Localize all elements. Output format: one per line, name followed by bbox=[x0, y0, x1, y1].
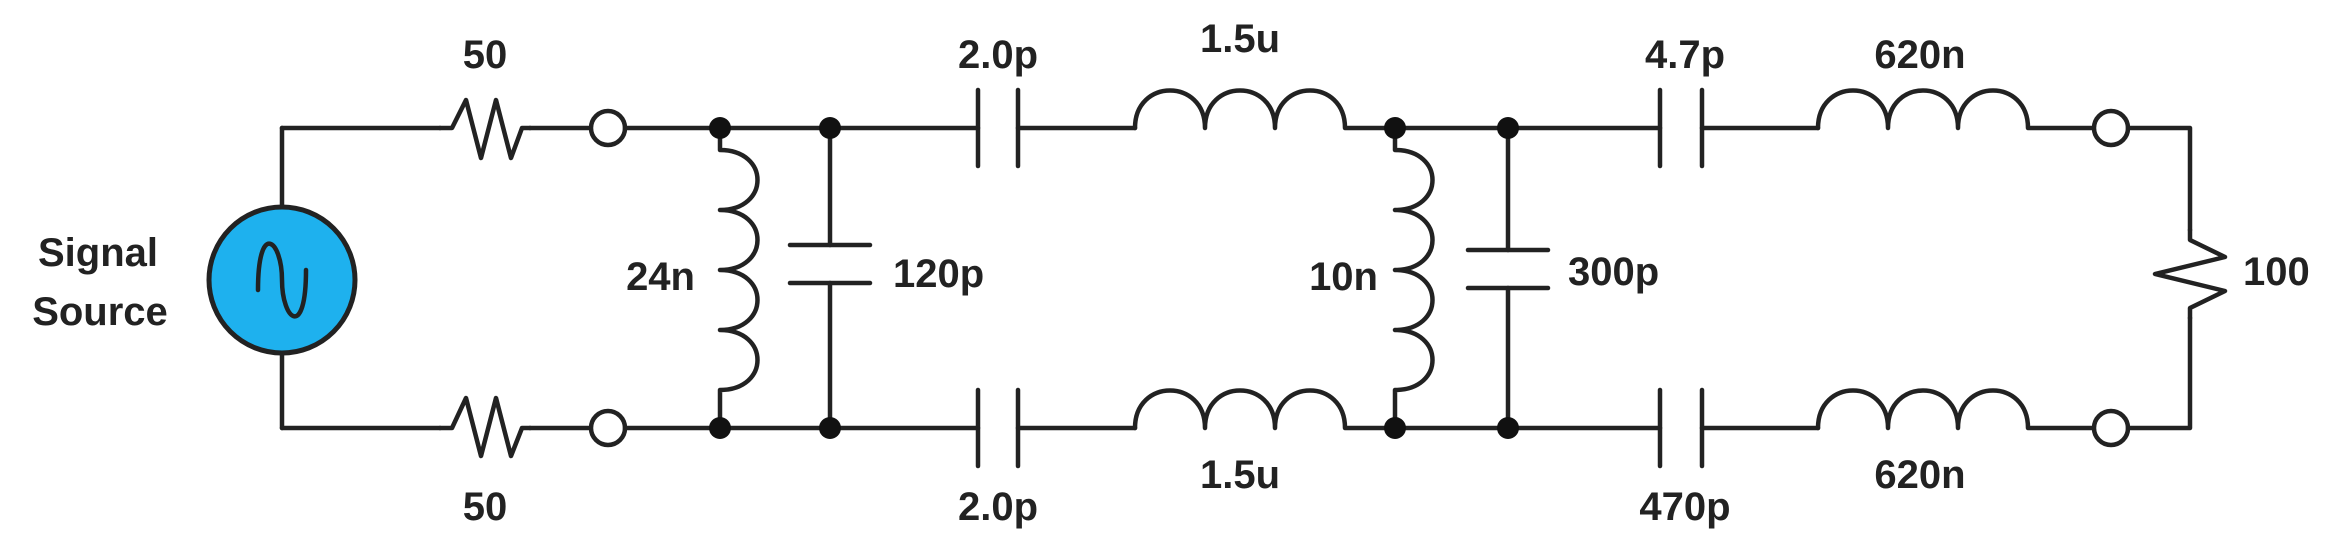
terminal-input-bottom bbox=[588, 408, 628, 448]
label-l-shunt-2: 10n bbox=[1309, 255, 1378, 299]
junction-dot bbox=[819, 117, 841, 139]
signal-source bbox=[206, 125, 358, 431]
junction-dot bbox=[1384, 417, 1406, 439]
inductor-shunt-2 bbox=[1392, 125, 1435, 431]
inductor-shunt-1 bbox=[717, 125, 760, 431]
label-l-bottom-series-2: 620n bbox=[1874, 453, 1965, 497]
label-c-top-series-1: 2.0p bbox=[958, 33, 1038, 77]
sine-wave-icon bbox=[255, 241, 309, 319]
label-l-shunt-1: 24n bbox=[626, 255, 695, 299]
wire-load-bottom bbox=[2125, 315, 2193, 431]
junction-dot bbox=[709, 117, 731, 139]
inductor-bottom-series-2 bbox=[1815, 388, 2097, 431]
resistor-load bbox=[2152, 227, 2228, 321]
label-c-bottom-series-2: 470p bbox=[1639, 485, 1730, 529]
terminal-input-top bbox=[588, 108, 628, 148]
junction-dot bbox=[1497, 117, 1519, 139]
junction-dot bbox=[709, 417, 731, 439]
junctions bbox=[709, 117, 1519, 439]
inductor-top-series-1 bbox=[1132, 88, 1398, 131]
inductor-top-series-2 bbox=[1815, 88, 2097, 131]
signal-source-label-line1: Signal bbox=[38, 231, 158, 275]
terminal-output-bottom bbox=[2091, 408, 2131, 448]
label-r-load: 100 bbox=[2243, 250, 2310, 294]
label-c-shunt-2: 300p bbox=[1568, 250, 1659, 294]
label-r-top-source: 50 bbox=[463, 33, 508, 77]
junction-dot bbox=[1497, 417, 1519, 439]
label-c-top-series-2: 4.7p bbox=[1645, 33, 1725, 77]
label-c-shunt-1: 120p bbox=[893, 252, 984, 296]
junction-dot bbox=[1384, 117, 1406, 139]
label-l-top-series-1: 1.5u bbox=[1200, 17, 1280, 61]
resistor-bottom-source bbox=[437, 395, 533, 459]
junction-dot bbox=[819, 417, 841, 439]
wire-load-top bbox=[2125, 125, 2193, 233]
terminal-output-top bbox=[2091, 108, 2131, 148]
inductor-bottom-series-1 bbox=[1132, 388, 1398, 431]
label-l-top-series-2: 620n bbox=[1874, 33, 1965, 77]
label-r-bottom-source: 50 bbox=[463, 485, 508, 529]
signal-source-label-line2: Source bbox=[32, 290, 168, 334]
label-c-bottom-series-1: 2.0p bbox=[958, 485, 1038, 529]
resistor-top-source bbox=[437, 97, 533, 161]
label-l-bottom-series-1: 1.5u bbox=[1200, 453, 1280, 497]
